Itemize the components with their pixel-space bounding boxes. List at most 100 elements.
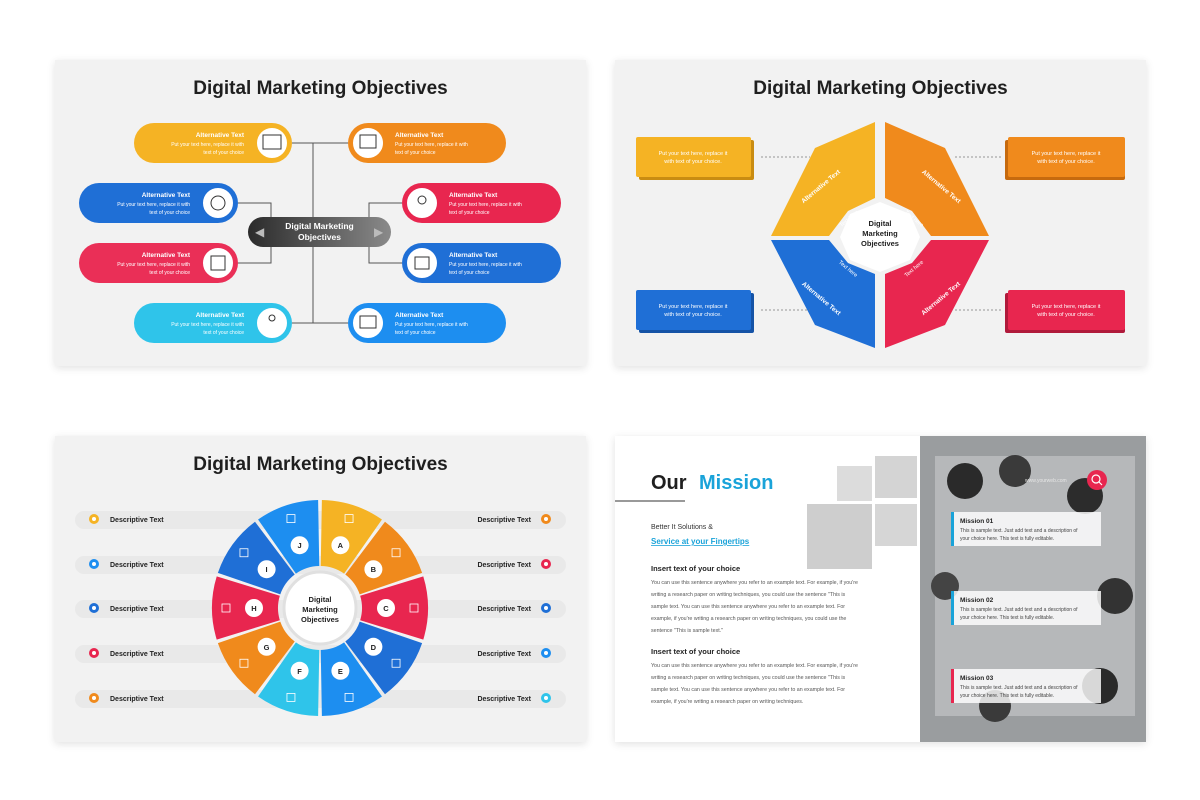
letter-label: I — [266, 565, 268, 574]
board-icon — [262, 134, 282, 150]
letter-label: G — [264, 643, 270, 652]
left-label-2[interactable]: Descriptive Text — [89, 559, 164, 569]
slide-mindmap[interactable]: Digital Marketing Objectives ◀ ▶ Digital… — [55, 60, 586, 366]
left-label-5[interactable]: Descriptive Text — [89, 693, 164, 703]
item-title: Alternative Text — [196, 312, 245, 319]
item-text: text of your choice — [449, 210, 490, 216]
text-box-1[interactable]: Put your text here, replace it with text… — [636, 137, 754, 180]
label-text: Descriptive Text — [477, 696, 531, 703]
item-title: Alternative Text — [449, 252, 498, 259]
wheel-segment-i[interactable] — [217, 521, 295, 595]
section-text: You can use this sentence anywhere you r… — [651, 663, 858, 669]
letter-badge — [331, 536, 350, 555]
website-label: www.yourweb.com — [1025, 478, 1067, 484]
item-title: Alternative Text — [395, 312, 444, 319]
letter-badge — [290, 536, 309, 555]
center-label: Objectives — [861, 239, 899, 248]
item-text: Put your text here, replace it with — [117, 262, 190, 268]
wheel-segment-e[interactable] — [320, 642, 382, 716]
mission-card-1[interactable]: Mission 01 This is sample text. Just add… — [951, 512, 1101, 546]
mission-text: This is sample text. Just add text and a… — [960, 685, 1078, 691]
octagon-diagram: Digital Marketing Objectives Alternative… — [636, 122, 1125, 348]
desk-icon — [359, 315, 377, 329]
mission-text: your choice here. This text is fully edi… — [960, 693, 1054, 699]
letter-badge — [257, 560, 276, 579]
left-label-1[interactable]: Descriptive Text — [89, 514, 164, 524]
mission-title: Mission 02 — [960, 597, 994, 604]
item-text: Put your text here, replace it with — [395, 322, 468, 328]
segment-icon — [391, 658, 401, 668]
right-label-3[interactable]: Descriptive Text — [477, 603, 551, 613]
letter-label: A — [338, 541, 344, 550]
box-text: with text of your choice. — [1036, 312, 1095, 318]
objective-item-7[interactable]: Alternative Text Put your text here, rep… — [134, 303, 292, 343]
center-label-line2: Objectives — [298, 232, 341, 242]
box-text: Put your text here, replace it — [1032, 304, 1101, 310]
mission-title-mission: Mission — [699, 472, 773, 494]
segment-blue[interactable] — [771, 240, 875, 348]
mindmap-diagram: ◀ ▶ Digital Marketing Objectives Alterna… — [79, 123, 561, 343]
dashed-connectors — [761, 156, 1002, 311]
mission-card-3[interactable]: Mission 03 This is sample text. Just add… — [951, 669, 1101, 703]
letter-badge — [364, 637, 383, 656]
wheel-segment-g[interactable] — [217, 621, 295, 695]
deco-square — [875, 504, 917, 546]
item-text: text of your choice — [203, 150, 244, 156]
text-box-2[interactable]: Put your text here, replace it with text… — [1005, 137, 1125, 180]
wheel-segment-j[interactable] — [258, 500, 320, 574]
item-title: Alternative Text — [196, 132, 245, 139]
presentation-icon — [359, 134, 377, 149]
letter-label: J — [298, 541, 302, 550]
objective-item-3[interactable]: Alternative Text Put your text here, rep… — [79, 183, 238, 223]
text-box-3[interactable]: Put your text here, replace it with text… — [636, 290, 754, 333]
letter-label: D — [371, 643, 377, 652]
right-label-5[interactable]: Descriptive Text — [477, 693, 551, 703]
letter-badge — [364, 560, 383, 579]
objective-item-5[interactable]: Alternative Text Put your text here, rep… — [79, 243, 238, 283]
label-text: Descriptive Text — [477, 562, 531, 569]
objective-item-4[interactable]: Alternative Text Put your text here, rep… — [402, 183, 561, 223]
section-text: You can use this sentence anywhere you r… — [651, 580, 858, 586]
left-label-4[interactable]: Descriptive Text — [89, 648, 164, 658]
objective-item-6[interactable]: Alternative Text Put your text here, rep… — [402, 243, 561, 283]
center-label: Marketing — [302, 605, 338, 614]
label-text: Descriptive Text — [110, 562, 164, 569]
right-label-1[interactable]: Descriptive Text — [477, 514, 551, 524]
right-label-2[interactable]: Descriptive Text — [477, 559, 551, 569]
flowchart-icon — [414, 256, 430, 270]
objective-item-2[interactable]: Alternative Text Put your text here, rep… — [348, 123, 506, 163]
objective-item-1[interactable]: Alternative Text Put your text here, rep… — [134, 123, 292, 163]
segment-red[interactable] — [885, 240, 989, 348]
segment-yellow[interactable] — [771, 122, 875, 236]
row-bands — [75, 511, 566, 708]
segment-icon — [409, 603, 419, 613]
segment-icon — [239, 548, 249, 558]
wheel-segment-b[interactable] — [345, 521, 423, 595]
slide-octagon[interactable]: Digital Marketing Objectives Digital Mar… — [615, 60, 1146, 366]
left-arrow-icon: ◀ — [255, 225, 265, 239]
search-button[interactable] — [1087, 470, 1107, 490]
wheel-segment-f[interactable] — [258, 642, 320, 716]
left-label-3[interactable]: Descriptive Text — [89, 603, 164, 613]
wheel-segment-d[interactable] — [345, 621, 423, 695]
right-label-4[interactable]: Descriptive Text — [477, 648, 551, 658]
objective-item-8[interactable]: Alternative Text Put your text here, rep… — [348, 303, 506, 343]
section-heading: Insert text of your choice — [651, 647, 740, 656]
mission-card-2[interactable]: Mission 02 This is sample text. Just add… — [951, 591, 1101, 625]
slide-title: Digital Marketing Objectives — [753, 78, 1008, 99]
letter-badge — [331, 661, 350, 680]
item-title: Alternative Text — [395, 132, 444, 139]
letter-label: H — [251, 604, 256, 613]
wheel-center — [282, 570, 358, 646]
segment-orange[interactable] — [885, 122, 989, 236]
subtitle: Better It Solutions & — [651, 524, 713, 531]
slide-mission[interactable]: Our Mission Better It Solutions & Servic… — [615, 436, 1146, 742]
service-link[interactable]: Service at your Fingertips — [651, 537, 750, 546]
search-icon — [1091, 474, 1101, 484]
text-box-4[interactable]: Put your text here, replace it with text… — [1005, 290, 1125, 333]
mission-title: Mission 01 — [960, 518, 994, 525]
mission-text: This is sample text. Just add text and a… — [960, 528, 1078, 534]
wheel-segment-a[interactable] — [320, 500, 382, 574]
label-text: Descriptive Text — [477, 651, 531, 658]
